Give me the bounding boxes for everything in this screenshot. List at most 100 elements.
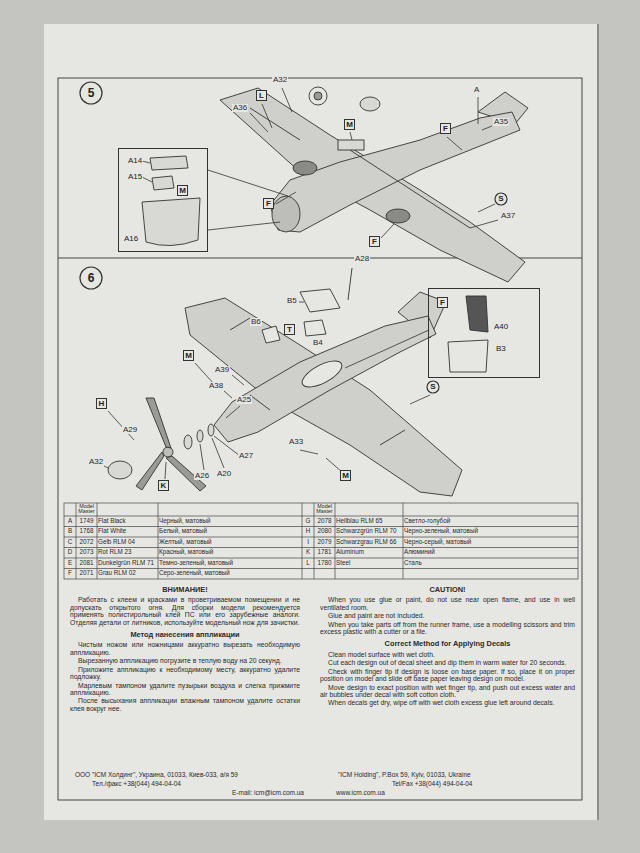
- footer-text: ООО "ICM Холдинг", Украина, 01033, Киев-…: [75, 771, 238, 778]
- leader-line: [478, 204, 495, 212]
- paint-table-grid: [64, 503, 578, 579]
- paper-sheet: [44, 24, 598, 820]
- leader-line: [350, 132, 352, 140]
- table-cell: K: [303, 549, 313, 556]
- leader-line: [232, 375, 244, 385]
- paint-table-grid: [335, 503, 336, 579]
- table-cell: Schwarzgrau RLM 66: [336, 539, 402, 546]
- table-header: Model Master: [77, 504, 96, 515]
- leader-line: [224, 391, 232, 398]
- section-heading: CAUTION!: [320, 586, 575, 594]
- aircraft-top: [262, 326, 280, 343]
- part-letter-box: F: [440, 123, 451, 134]
- table-cell: Schwarzgrün RLM 70: [336, 528, 402, 535]
- paper-sheet: [597, 24, 599, 820]
- table-cell: H: [303, 528, 313, 535]
- leader-line: [300, 450, 318, 454]
- page-frame: [58, 78, 582, 800]
- aircraft-underside: [152, 176, 174, 190]
- callout-number: B3: [495, 345, 507, 353]
- table-cell: 1749: [77, 518, 96, 525]
- leader-line: [345, 330, 429, 368]
- callout-number: A29: [122, 426, 138, 434]
- part-letter-box: F: [437, 297, 448, 308]
- leader-line: [165, 462, 166, 479]
- table-cell: I: [303, 539, 313, 546]
- part-letter: M: [342, 472, 349, 480]
- leader-line: [212, 438, 224, 468]
- aircraft-underside: [142, 198, 200, 246]
- section-marker: S: [494, 192, 508, 206]
- leader-line: [104, 302, 430, 479]
- table-cell: Steel: [336, 560, 402, 567]
- part-letter-box: M: [344, 119, 355, 130]
- leader-line: [478, 97, 479, 124]
- callout-number: A26: [194, 472, 210, 480]
- marker-circle: [80, 82, 102, 104]
- table-cell: Черно-зеленый, матовый: [404, 528, 577, 535]
- aircraft-top: [230, 318, 250, 330]
- aircraft-top: [250, 395, 270, 410]
- aircraft-top: [348, 268, 352, 300]
- leader-line: [226, 406, 240, 418]
- leader-line: [142, 88, 498, 238]
- part-letter-box: F: [369, 236, 380, 247]
- callout-number: A14: [127, 157, 143, 165]
- aircraft-underside: [338, 140, 364, 150]
- aircraft-top: [380, 430, 405, 445]
- callout-number: A16: [123, 235, 139, 243]
- aircraft-underside: [360, 97, 380, 111]
- table-cell: Aluminum: [336, 549, 402, 556]
- detail-inset: A40B3F: [428, 288, 540, 378]
- part-letter: S: [430, 383, 435, 391]
- part-letter-box: M: [340, 470, 351, 481]
- callout-number: A32: [88, 458, 104, 466]
- aircraft-underside: [270, 112, 520, 232]
- note-text: Move design to exact position with wet f…: [320, 684, 575, 699]
- note-text: Вырезанную аппликацию погрузите в теплую…: [70, 657, 300, 664]
- table-cell: Черно-серый, матовый: [404, 539, 577, 546]
- callout-number: A35: [493, 118, 509, 126]
- table-cell: B: [65, 528, 75, 535]
- table-cell: G: [303, 518, 313, 525]
- part-letter: K: [161, 482, 167, 490]
- table-cell: 2078: [315, 518, 334, 525]
- leader-line: [447, 137, 462, 150]
- aircraft-underside: [272, 196, 300, 232]
- callout-number: A39: [214, 366, 230, 374]
- table-cell: C: [65, 539, 75, 546]
- note-text: Clean model surface with wet cloth.: [320, 651, 575, 658]
- part-letter: F: [266, 200, 271, 208]
- paint-table-grid: [64, 547, 578, 548]
- callout-number: A25: [236, 396, 252, 404]
- table-cell: Черный, матовый: [159, 518, 301, 525]
- footer-text: Tel/Fax +38(044) 494-04-04: [392, 780, 472, 787]
- section-heading: ВНИМАНИЕ!: [70, 586, 300, 594]
- part-letter-box: L: [256, 90, 267, 101]
- note-text: Чистым ножом или ножницами аккуратно выр…: [70, 641, 300, 656]
- note-text: Марлевым тампоном удалите пузырьки возду…: [70, 682, 300, 697]
- section-heading: Метод нанесения аппликации: [70, 631, 300, 639]
- note-text: Работать с клеем и красками в проветрива…: [70, 596, 300, 626]
- callout-number: A32: [272, 76, 288, 84]
- table-cell: Rot RLM 23: [98, 549, 157, 556]
- detail-inset: A14A15A16M: [118, 148, 208, 252]
- part-letter-box: F: [263, 198, 274, 209]
- note-text: Cut each design out of decal sheet and d…: [320, 659, 575, 666]
- part-letter: T: [287, 326, 292, 334]
- table-cell: 1781: [315, 549, 334, 556]
- page-frame: [58, 78, 582, 800]
- part-letter: M: [346, 121, 353, 129]
- part-letter: L: [259, 92, 264, 100]
- paint-table-grid: [64, 568, 578, 569]
- paint-table-grid: [302, 503, 303, 579]
- aircraft-top: [300, 289, 340, 312]
- aircraft-underside: [293, 161, 317, 175]
- aircraft-underside: [220, 88, 525, 282]
- part-letter: F: [440, 299, 445, 307]
- callout-number: B4: [312, 339, 324, 347]
- aircraft-top: [466, 296, 488, 332]
- note-text: When decals get dry, wipe off with wet c…: [320, 699, 575, 706]
- table-cell: Белый, матовый: [159, 528, 301, 535]
